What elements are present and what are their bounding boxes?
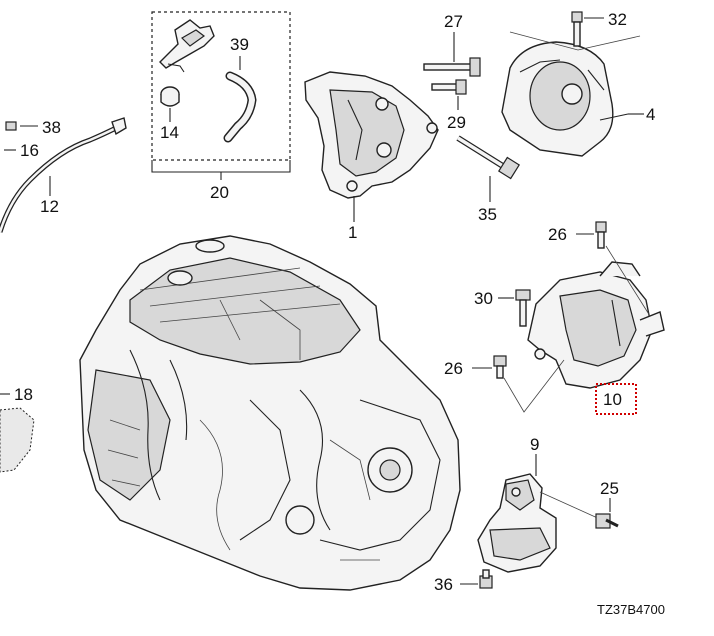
callout-12: 12 <box>40 197 59 216</box>
callout-27: 27 <box>444 12 463 31</box>
callout-30: 30 <box>474 289 493 308</box>
callout-9: 9 <box>530 435 539 454</box>
engine-assembly <box>79 235 461 591</box>
part-bolt-29 <box>431 79 467 95</box>
part-dipstick-12 <box>0 117 127 233</box>
group-box-20 <box>151 11 291 161</box>
part-bolt-26-bottom <box>493 355 507 379</box>
callout-10: 10 <box>603 390 622 409</box>
leader-10 <box>503 359 565 413</box>
group-bracket-20 <box>151 160 291 173</box>
part-bolt-35 <box>456 135 521 180</box>
callout-26-top: 26 <box>548 225 567 244</box>
callout-29: 29 <box>447 113 466 132</box>
callout-32: 32 <box>608 10 627 29</box>
callout-36: 36 <box>434 575 453 594</box>
leader-32 <box>509 31 641 51</box>
part-bolt-32 <box>571 11 583 47</box>
part-clip-bracket <box>159 19 215 73</box>
callout-16: 16 <box>20 141 39 160</box>
callout-39: 39 <box>230 35 249 54</box>
part-bolt-27 <box>423 57 481 77</box>
highlight-callout-10 <box>595 383 637 415</box>
callout-38: 38 <box>42 118 61 137</box>
callout-14: 14 <box>160 123 179 142</box>
part-mount-10 <box>527 261 665 389</box>
callout-1: 1 <box>348 223 357 242</box>
part-bolt-25 <box>595 513 619 529</box>
part-mount-9 <box>477 473 557 573</box>
callout-25: 25 <box>600 479 619 498</box>
diagram-code: TZ37B4700 <box>597 602 665 617</box>
part-bolt-36 <box>479 569 493 589</box>
part-mount-4 <box>501 41 629 157</box>
callout-4: 4 <box>646 105 655 124</box>
part-bolt-26-top <box>595 221 607 249</box>
callout-20: 20 <box>210 183 229 202</box>
part-bracket-1 <box>304 71 439 199</box>
part-bolt-30 <box>515 289 531 327</box>
callout-18: 18 <box>14 385 33 404</box>
part-grommet-14 <box>160 86 180 107</box>
part-bolt-38 <box>5 121 17 131</box>
callout-35: 35 <box>478 205 497 224</box>
part-left-mount-18 <box>0 407 35 473</box>
callout-26-bottom: 26 <box>444 359 463 378</box>
